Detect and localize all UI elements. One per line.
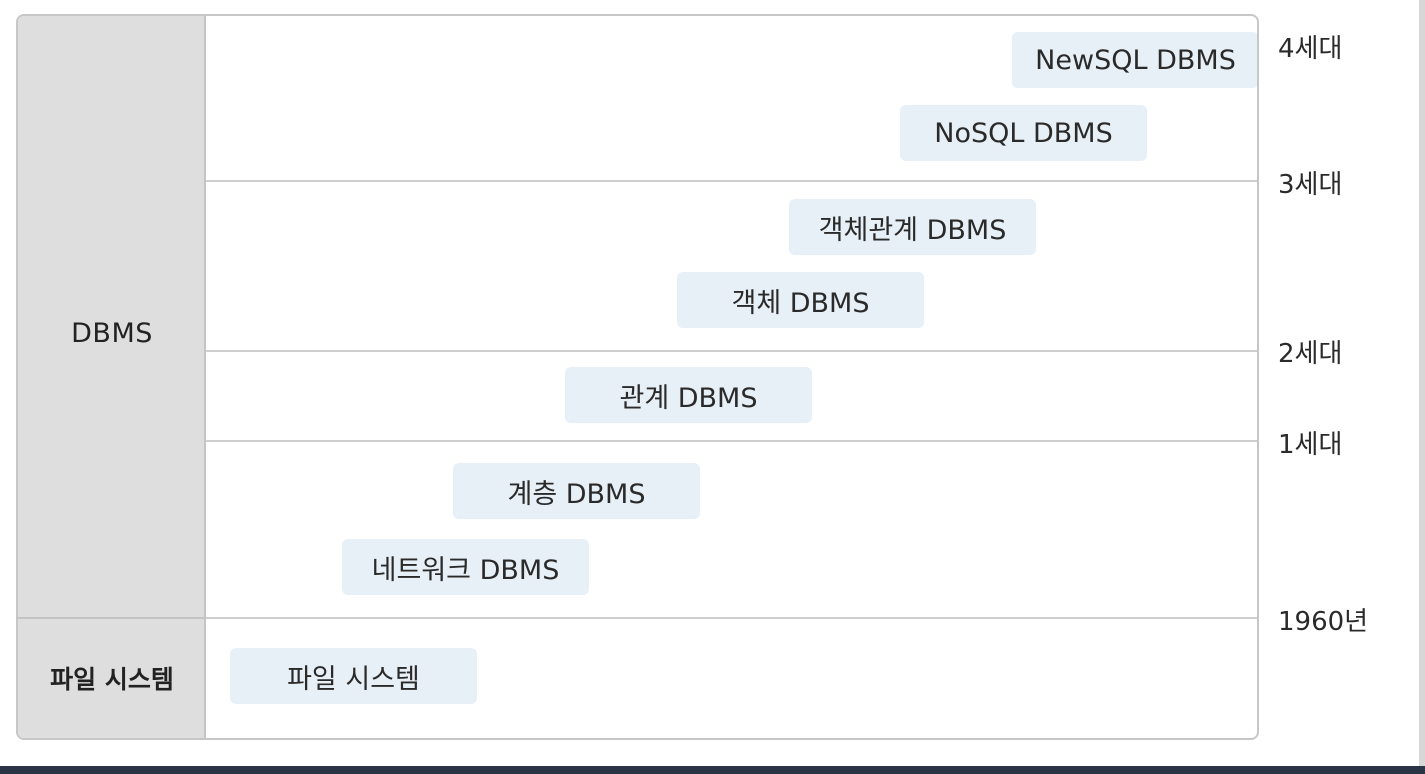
generation-line-1960 xyxy=(206,617,1257,619)
box-hierarchical-dbms: 계층 DBMS xyxy=(453,463,700,519)
bottom-bar xyxy=(0,766,1425,774)
generation-label-1: 1세대 xyxy=(1278,430,1343,460)
right-edge-strip xyxy=(1419,0,1425,766)
category-column xyxy=(18,16,206,738)
box-relational-dbms: 관계 DBMS xyxy=(565,367,812,423)
box-network-dbms: 네트워크 DBMS xyxy=(342,539,589,595)
category-divider xyxy=(18,617,206,619)
generation-label-2: 2세대 xyxy=(1278,339,1343,369)
box-file-system: 파일 시스템 xyxy=(230,648,477,704)
diagram-frame: DBMS 파일 시스템 NewSQL DBMS NoSQL DBMS 객체관계 … xyxy=(16,14,1259,740)
generation-line-1 xyxy=(206,440,1257,442)
box-newsql-dbms: NewSQL DBMS xyxy=(1012,32,1257,88)
category-label-dbms: DBMS xyxy=(71,318,153,349)
box-nosql-dbms: NoSQL DBMS xyxy=(900,105,1147,161)
box-object-dbms: 객체 DBMS xyxy=(677,272,924,328)
generation-label-4: 4세대 xyxy=(1278,34,1343,64)
generation-label-3: 3세대 xyxy=(1278,170,1343,200)
generation-label-1960: 1960년 xyxy=(1278,607,1369,637)
box-object-relational-dbms: 객체관계 DBMS xyxy=(789,199,1036,255)
generation-line-2 xyxy=(206,350,1257,352)
category-label-file-system: 파일 시스템 xyxy=(50,665,174,694)
generation-line-3 xyxy=(206,180,1257,182)
